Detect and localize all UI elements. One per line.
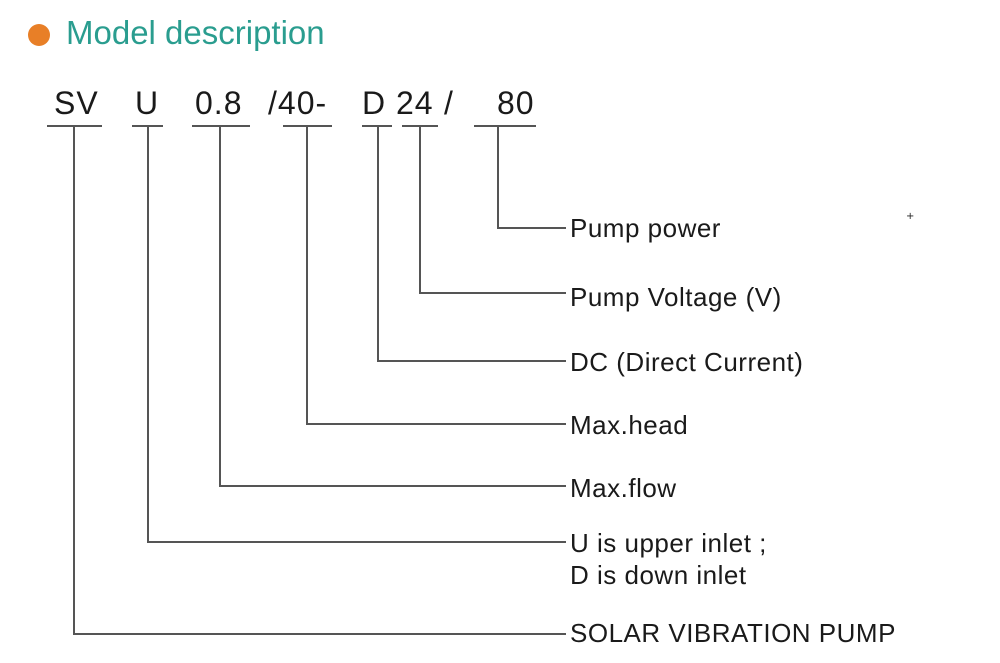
leader-dc — [377, 126, 566, 362]
section-title: Model description — [66, 14, 325, 51]
leader-inlet — [147, 126, 566, 543]
code-segment-head: /40- — [268, 85, 328, 121]
code-segment-u: U — [135, 85, 160, 121]
leader-solar-pump — [73, 126, 566, 635]
leader-max-flow — [219, 126, 566, 487]
desc-pump-power: Pump power — [570, 213, 721, 243]
code-segment-flow: 0.8 — [195, 85, 243, 121]
code-segment-sv: SV — [54, 85, 99, 121]
code-segment-d: D — [362, 85, 387, 121]
desc-max-head: Max.head — [570, 410, 689, 440]
leader-pump-voltage — [419, 126, 566, 294]
code-segment-power: 80 — [497, 85, 535, 121]
desc-inlet-line2: D is down inlet — [570, 560, 747, 590]
stray-mark: + — [906, 211, 914, 222]
leader-pump-power — [497, 126, 566, 229]
desc-pump-voltage: Pump Voltage (V) — [570, 282, 782, 312]
desc-solar-pump: SOLAR VIBRATION PUMP — [570, 618, 896, 648]
leader-max-head — [306, 126, 566, 425]
desc-inlet-line1: U is upper inlet ; — [570, 528, 767, 558]
desc-dc: DC (Direct Current) — [570, 347, 804, 377]
desc-max-flow: Max.flow — [570, 473, 677, 503]
bullet-dot-icon — [28, 24, 50, 46]
code-segment-voltage: 24 — [396, 85, 434, 121]
code-segment-slash: / — [444, 85, 454, 121]
